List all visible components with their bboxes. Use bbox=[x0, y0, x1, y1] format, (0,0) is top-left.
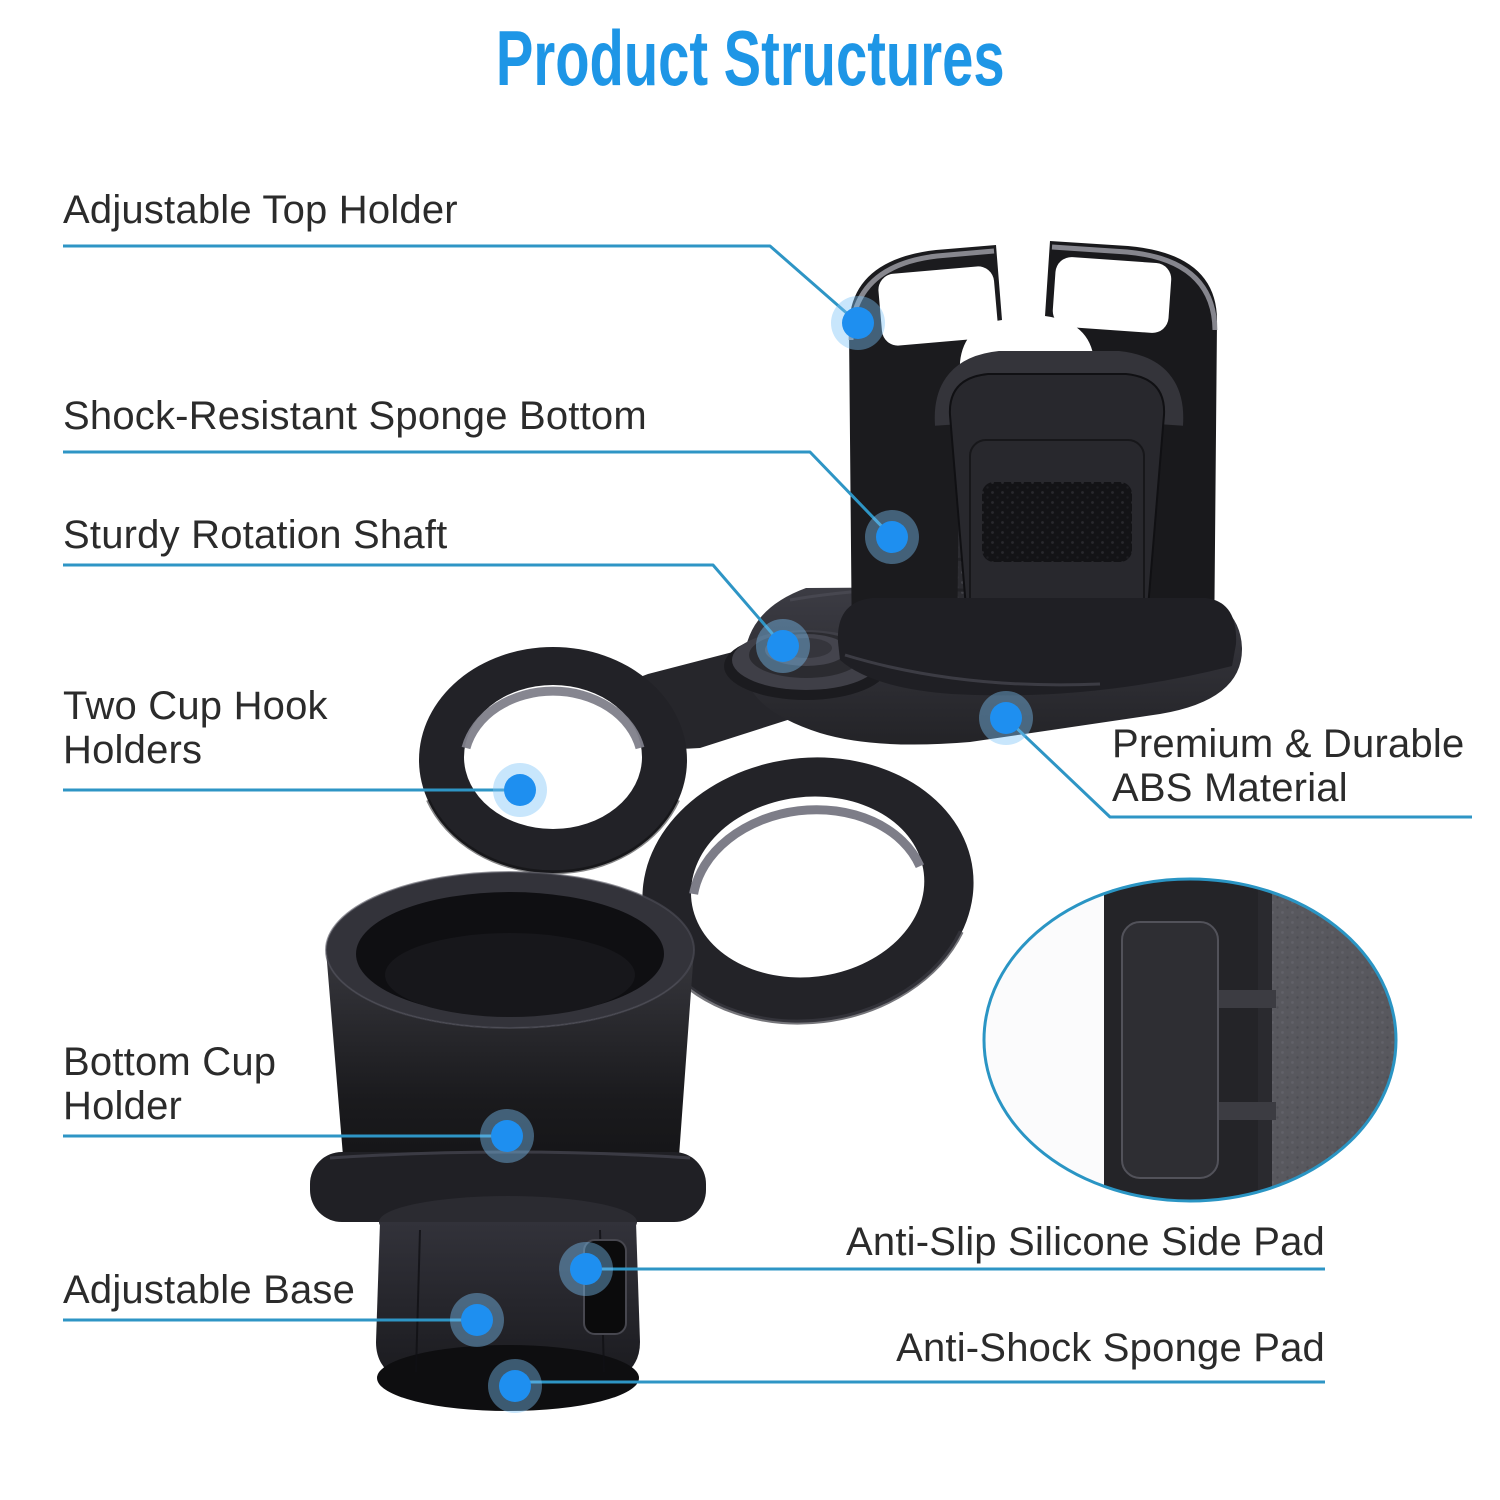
bottom-cup-drawing bbox=[310, 871, 706, 1411]
leader-line-shock-resistant-sponge-bottom bbox=[63, 450, 894, 539]
callout-dot-anti-shock-sponge-pad bbox=[488, 1359, 542, 1413]
callout-dot-adjustable-top-holder bbox=[831, 296, 885, 350]
leader-line-adjustable-top-holder bbox=[63, 244, 859, 325]
leader-lines bbox=[63, 244, 1472, 1384]
callout-label-anti-slip-silicone-side-pad: Anti-Slip Silicone Side Pad bbox=[846, 1220, 1325, 1264]
magnifier-inset bbox=[982, 877, 1398, 1203]
callout-dot-two-cup-hook-holders bbox=[493, 763, 547, 817]
callout-label-two-cup-hook-holders: Two Cup Hook Holders bbox=[63, 684, 328, 772]
callout-label-sturdy-rotation-shaft: Sturdy Rotation Shaft bbox=[63, 513, 448, 557]
page-title: Product Structures bbox=[0, 14, 1500, 102]
callout-label-adjustable-base: Adjustable Base bbox=[63, 1268, 356, 1312]
top-holder-drawing bbox=[837, 241, 1237, 696]
leader-line-premium-abs-material bbox=[1004, 716, 1472, 819]
leader-line-sturdy-rotation-shaft bbox=[63, 563, 785, 647]
page-title-text: Product Structures bbox=[495, 14, 1005, 102]
callout-label-shock-resistant-sponge-bottom: Shock-Resistant Sponge Bottom bbox=[63, 394, 647, 438]
lower-hook-ring-drawing bbox=[642, 757, 974, 1025]
callout-dot-shock-resistant-sponge-bottom bbox=[865, 510, 919, 564]
callout-dot-adjustable-base bbox=[450, 1293, 504, 1347]
callout-dot-anti-slip-silicone-side-pad bbox=[559, 1242, 613, 1296]
callout-label-premium-abs-material: Premium & Durable ABS Material bbox=[1112, 722, 1465, 810]
callout-dot-premium-abs-material bbox=[979, 691, 1033, 745]
silicone-side-pad-zoomed bbox=[1121, 921, 1219, 1179]
callout-label-adjustable-top-holder: Adjustable Top Holder bbox=[63, 188, 458, 232]
callout-dots bbox=[450, 296, 1033, 1413]
callout-dot-bottom-cup-holder bbox=[480, 1109, 534, 1163]
callout-label-anti-shock-sponge-pad: Anti-Shock Sponge Pad bbox=[896, 1326, 1325, 1370]
callout-label-bottom-cup-holder: Bottom Cup Holder bbox=[63, 1040, 277, 1128]
callout-dot-sturdy-rotation-shaft bbox=[756, 619, 810, 673]
